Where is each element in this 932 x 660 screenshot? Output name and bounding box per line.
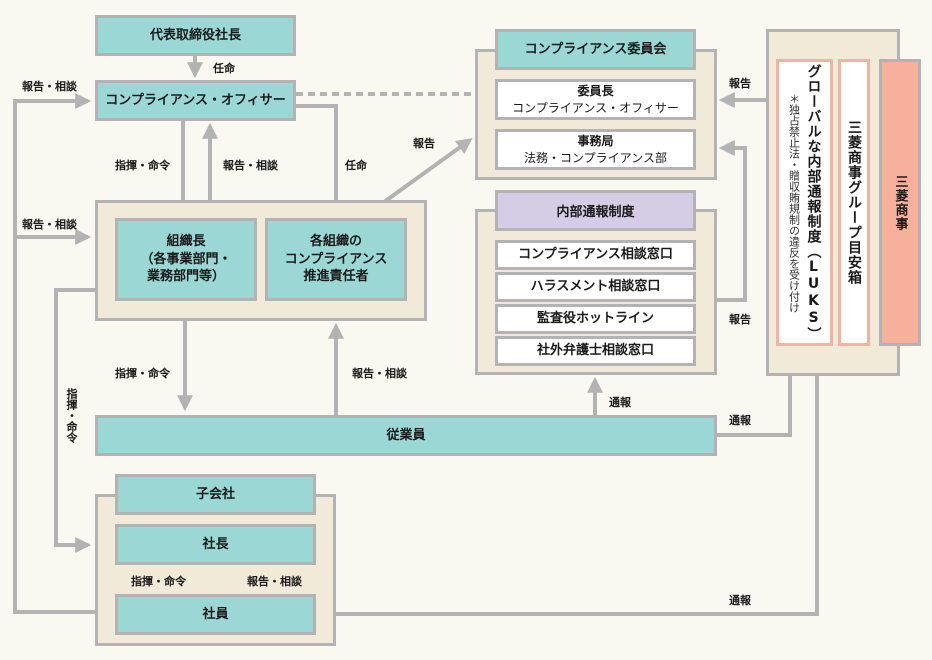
label-command-vertical: 指揮・命令 [65,388,78,443]
employees-label: 従業員 [386,427,426,443]
label-report-left-mid: 報告・相談 [22,218,77,231]
arrow-subsidiary-to-luks [316,349,825,616]
channel-auditor-hotline-label: 監査役ホットライン [536,310,654,326]
org-promoter-line-1: 各組織の [309,234,362,250]
committee-secretariat-name: 法務・コンプライアンス部 [524,150,667,165]
label-appoint-mid: 任命 [345,159,367,172]
subsidiary-staff-box: 社員 [115,594,316,635]
arrow-officer-to-promoter [296,104,344,217]
whistleblowing-title: 内部通報制度 [556,205,635,220]
mitsubishi-box: 三菱商事 [879,59,921,346]
subsidiary-title: 子会社 [195,486,235,502]
subsidiary-staff: 社員 [202,606,229,622]
arrow-employees-to-luks [716,349,798,437]
label-appoint-top: 任命 [213,62,235,75]
channel-external-lawyer: 社外弁護士相談窓口 [495,336,696,366]
luks-note: ＊独占禁止法・贈収賄規制の違反を受け付け [787,92,801,313]
org-head-line-3: 業務部門等） [146,269,225,285]
org-head-box: 組織長 （各事業部門・ 業務部門等） [115,218,257,301]
channel-harassment-label: ハラスメント相談窓口 [530,278,661,294]
label-notify-employees: 通報 [729,414,751,427]
group-suggestion-box: 三菱商事グループ目安箱 [838,59,870,346]
arrow-subsidiary-to-officer [13,93,96,614]
subsidiary-president: 社長 [202,536,229,552]
compliance-officer-label: コンプライアンス・オフィサー [105,92,286,108]
group-suggestion-label: 三菱商事グループ目安箱 [846,120,862,285]
subsidiary-title-box: 子会社 [115,474,316,515]
label-command-lower: 指揮・命令 [115,367,170,380]
label-notify-whistle: 通報 [609,396,631,409]
ceo-label: 代表取締役社長 [149,27,241,43]
committee-chair-box: 委員長 コンプライアンス・オフィサー [495,79,696,120]
label-report-whistle: 報告 [729,313,751,326]
committee-title: コンプライアンス委員会 [524,41,667,57]
org-promoter-box: 各組織の コンプライアンス 推進責任者 [265,218,407,301]
committee-secretariat-box: 事務局 法務・コンプライアンス部 [495,129,696,170]
luks-title: グローバルな内部通報制度（LUKS） [805,63,822,342]
luks-box: ＊独占禁止法・贈収賄規制の違反を受け付け グローバルな内部通報制度（LUKS） [776,59,833,346]
label-notify-subsidiary: 通報 [729,594,751,607]
committee-chair-title: 委員長 [577,83,614,98]
channel-harassment: ハラスメント相談窓口 [495,272,696,302]
label-report-group: 報告 [729,77,751,90]
committee-chair-name: コンプライアンス・オフィサー [512,100,679,115]
subsidiary-president-box: 社長 [115,524,316,565]
channel-compliance: コンプライアンス相談窓口 [495,240,696,270]
label-report-lower: 報告・相談 [352,367,407,380]
mitsubishi-label: 三菱商事 [892,174,908,231]
label-command-upper: 指揮・命令 [115,159,170,172]
whistleblowing-title-box: 内部通報制度 [495,190,696,231]
employees-box: 従業員 [95,415,717,456]
committee-secretariat-title: 事務局 [577,133,614,148]
org-promoter-line-2: コンプライアンス [284,251,388,267]
channel-compliance-label: コンプライアンス相談窓口 [518,246,673,262]
ceo-box: 代表取締役社長 [95,15,296,56]
label-report-left-top: 報告・相談 [22,80,77,93]
label-report-upper: 報告・相談 [223,159,278,172]
label-report-diagonal: 報告 [413,137,435,150]
org-head-line-2: （各事業部門・ [140,251,232,267]
compliance-officer-box: コンプライアンス・オフィサー [95,80,296,121]
arrow-whistle-to-secretariat [716,140,747,302]
subsidiary-report-label: 報告・相談 [247,575,302,588]
committee-title-box: コンプライアンス委員会 [495,29,696,70]
org-promoter-line-3: 推進責任者 [303,269,369,285]
channel-external-lawyer-label: 社外弁護士相談窓口 [536,342,654,358]
arrow-org-to-subsidiary [54,288,96,553]
channel-auditor-hotline: 監査役ホットライン [495,304,696,334]
subsidiary-command-label: 指揮・命令 [131,575,186,588]
org-head-line-1: 組織長 [166,234,206,250]
